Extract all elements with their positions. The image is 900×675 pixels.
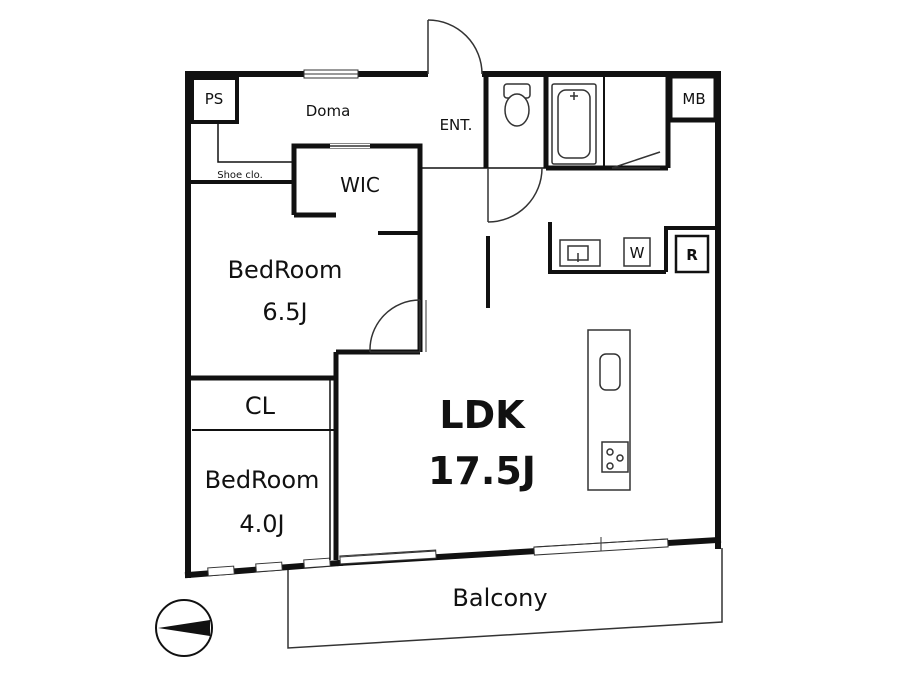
washer-label: W xyxy=(630,244,645,262)
wic-label: WIC xyxy=(340,173,380,197)
doma-label: Doma xyxy=(306,102,351,120)
north-arrow-icon xyxy=(155,599,213,657)
shoe-closet-label: Shoe clo. xyxy=(217,170,263,181)
balcony-outline xyxy=(287,548,723,649)
ldk-name: LDK xyxy=(439,393,526,437)
ldk-size: 17.5J xyxy=(428,449,536,493)
fridge-label: R xyxy=(686,246,698,264)
ps-label: PS xyxy=(205,90,224,108)
bathtub-icon xyxy=(551,83,597,165)
counter-sink-icon xyxy=(559,239,601,267)
entrance-door xyxy=(427,19,483,75)
interior-doors xyxy=(330,144,661,353)
bedroom1-name: BedRoom xyxy=(228,256,343,284)
kitchen-island xyxy=(587,329,631,491)
closet-label: CL xyxy=(245,392,276,420)
bedroom2-name: BedRoom xyxy=(205,466,320,494)
window-openings xyxy=(207,69,669,577)
bedroom1-size: 6.5J xyxy=(262,298,307,326)
washer-box xyxy=(623,237,651,267)
bedroom2-size: 4.0J xyxy=(239,510,284,538)
toilet-icon xyxy=(503,83,531,127)
balcony-label: Balcony xyxy=(452,584,547,612)
entrance-label: ENT. xyxy=(440,116,473,134)
mb-label: MB xyxy=(682,90,705,108)
fridge-box xyxy=(674,234,710,274)
